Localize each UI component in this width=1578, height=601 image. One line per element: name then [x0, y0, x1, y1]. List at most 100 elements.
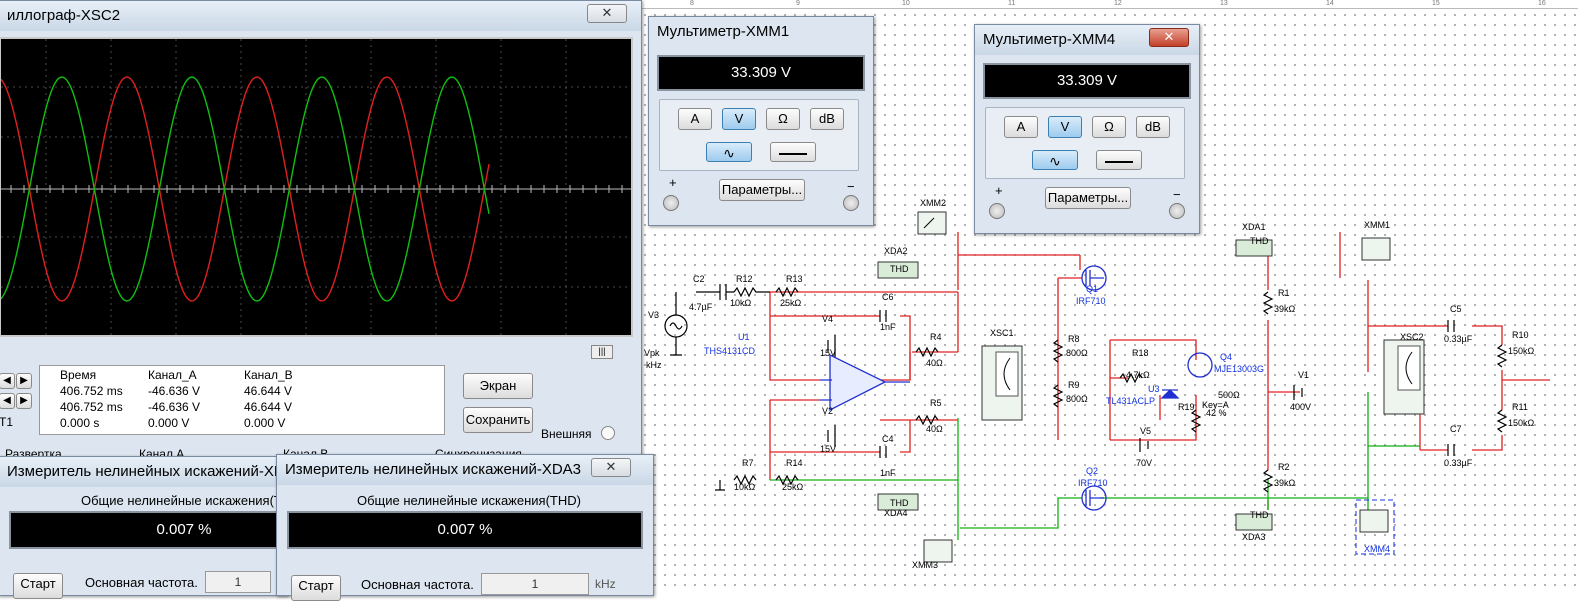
instrument-symbols: [877, 211, 1425, 563]
ohmmeter-button[interactable]: Ω: [766, 108, 800, 130]
schematic-label: 4.7kΩ: [1126, 370, 1150, 380]
ruler-tick: 9: [796, 0, 800, 7]
dc-button[interactable]: [1096, 150, 1142, 170]
xda2-freq-input[interactable]: 1: [205, 571, 271, 593]
xda2-title: Измеритель нелинейных искажений-XDA2: [7, 463, 287, 480]
ammeter-button[interactable]: A: [678, 108, 712, 130]
ruler-tick: 8: [690, 0, 694, 7]
ohmmeter-button[interactable]: Ω: [1092, 116, 1126, 138]
xmm4-minus-label: −: [1173, 187, 1181, 202]
voltmeter-button[interactable]: V: [1048, 116, 1082, 138]
schematic-label: R14: [786, 458, 803, 468]
schematic-label: R7: [742, 458, 754, 468]
schematic-label: XDA1: [1242, 222, 1266, 232]
schematic-label: 15V: [820, 444, 836, 454]
schematic-label: 39kΩ: [1274, 478, 1296, 488]
schematic-label: 4.7µF: [689, 302, 713, 312]
xda2-freq-label: Основная частота.: [85, 575, 198, 590]
close-button[interactable]: ✕: [1149, 28, 1189, 47]
schematic-label: R10: [1512, 330, 1529, 340]
xmm1-params-button[interactable]: Параметры...: [719, 179, 805, 201]
schematic-label: V1: [1298, 370, 1309, 380]
waveform-plot: [0, 39, 631, 335]
ac-button[interactable]: ∿: [706, 142, 752, 162]
schematic-label: XMM3: [912, 560, 938, 570]
schematic-label: V4: [822, 314, 833, 324]
schematic-label: R19: [1178, 402, 1195, 412]
xda3-freq-label: Основная частота.: [361, 577, 474, 592]
ruler-tick: 12: [1114, 0, 1122, 7]
xmm1-plus-label: +: [669, 175, 677, 190]
dc-button[interactable]: [770, 142, 816, 162]
external-radio[interactable]: [601, 426, 615, 440]
xmm4-params-button[interactable]: Параметры...: [1045, 187, 1131, 209]
close-button[interactable]: ✕: [591, 458, 631, 477]
multimeter-xmm1-window[interactable]: Мультиметр-XMM1 33.309 V A V Ω dB ∿ + − …: [648, 16, 874, 226]
xmm4-plus-terminal[interactable]: [989, 203, 1005, 219]
xda2-start-button[interactable]: Старт: [13, 573, 63, 599]
ammeter-button[interactable]: A: [1004, 116, 1038, 138]
oscilloscope-titlebar[interactable]: иллограф-XSC2: [0, 1, 641, 31]
components: [664, 284, 1508, 493]
schematic-label: XDA3: [1242, 532, 1266, 542]
schematic-label: 10kΩ: [730, 298, 752, 308]
xda2-subtitle: Общие нелинейные искажения(THD): [81, 493, 305, 508]
opamp: [820, 353, 910, 412]
oscilloscope-window[interactable]: иллограф-XSC2 ✕ ||| ◀ ▶ ◀ ▶ T1 Время Кан…: [0, 0, 642, 461]
voltmeter-button[interactable]: V: [722, 108, 756, 130]
xmm4-minus-terminal[interactable]: [1169, 203, 1185, 219]
schematic-label: C2: [693, 274, 705, 284]
schematic-label: 400V: [1290, 402, 1311, 412]
schematic-label: THD: [1250, 236, 1269, 246]
schematic-label: XDA4: [884, 508, 908, 518]
cursor-t-label: T1: [0, 415, 14, 429]
ruler-tick: 13: [1220, 0, 1228, 7]
xmm1-plus-terminal[interactable]: [663, 195, 679, 211]
db-button[interactable]: dB: [810, 108, 844, 130]
schematic-label: THD: [890, 264, 909, 274]
schematic-label: 0.33µF: [1444, 458, 1473, 468]
xda3-start-button[interactable]: Старт: [291, 575, 341, 601]
schematic-label: XDA2: [884, 246, 908, 256]
schematic-label: V5: [1140, 426, 1151, 436]
schematic-label: V3: [648, 310, 659, 320]
schematic-label: MJE13003G: [1214, 364, 1264, 374]
ac-button[interactable]: ∿: [1032, 150, 1078, 170]
xmm1-display: 33.309 V: [657, 55, 865, 91]
schematic-label: THD: [890, 498, 909, 508]
wires-red: [769, 232, 1550, 510]
xda3-titlebar[interactable]: Измеритель нелинейных искажений-XDA3: [277, 455, 653, 485]
schematic-label: TL431ACLP: [1106, 396, 1155, 406]
xmm1-minus-terminal[interactable]: [843, 195, 859, 211]
xda2-titlebar[interactable]: Измеритель нелинейных искажений-XDA2: [0, 457, 287, 487]
schematic-label: IRF710: [1076, 296, 1106, 306]
xmm4-plus-label: +: [995, 183, 1003, 198]
xda3-title: Измеритель нелинейных искажений-XDA3: [285, 461, 582, 478]
schematic-label: XMM4: [1364, 544, 1390, 554]
ruler-tick: 16: [1538, 0, 1546, 7]
schematic-label: 25kΩ: [780, 298, 802, 308]
xmm4-controls: A V Ω dB ∿: [985, 107, 1185, 179]
schematic-label: XSC2: [1400, 332, 1424, 342]
external-label: Внешняя: [541, 427, 592, 441]
mosfets: [1081, 265, 1213, 511]
schematic-label: XMM2: [920, 198, 946, 208]
save-button[interactable]: Сохранить: [463, 407, 533, 433]
xda3-freq-input[interactable]: 1: [481, 573, 589, 595]
close-button[interactable]: ✕: [587, 4, 627, 23]
schematic-label: IRF710: [1078, 478, 1108, 488]
wires-green: [770, 392, 1420, 540]
screen-button[interactable]: Экран: [463, 373, 533, 399]
xda3-display: 0.007 %: [287, 511, 643, 549]
schematic-label: R8: [1068, 334, 1080, 344]
cursor-arrows[interactable]: ◀ ▶ ◀ ▶: [0, 373, 35, 409]
distortion-analyzer-xda2-window[interactable]: Измеритель нелинейных искажений-XDA2 Общ…: [0, 456, 359, 599]
schematic-label: 800Ω: [1066, 394, 1088, 404]
distortion-analyzer-xda3-window[interactable]: Измеритель нелинейных искажений-XDA3 ✕ О…: [276, 454, 654, 601]
db-button[interactable]: dB: [1136, 116, 1170, 138]
schematic-label: R18: [1132, 348, 1149, 358]
multimeter-xmm4-window[interactable]: Мультиметр-XMM4 ✕ 33.309 V A V Ω dB ∿ + …: [974, 24, 1200, 234]
xmm1-titlebar[interactable]: Мультиметр-XMM1: [649, 17, 873, 47]
scrollbar-stub[interactable]: |||: [591, 345, 613, 359]
xmm1-minus-label: −: [847, 179, 855, 194]
